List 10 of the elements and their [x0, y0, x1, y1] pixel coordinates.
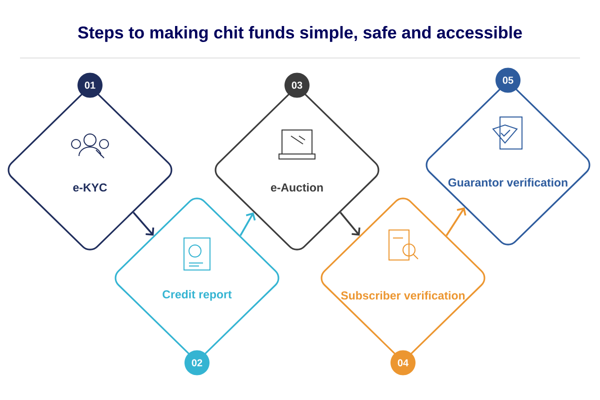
arrow: [340, 212, 360, 236]
arrow: [132, 212, 154, 236]
title: Steps to making chit funds simple, safe and accessible: [78, 26, 522, 42]
arrow: [240, 212, 256, 236]
number-badge: 02: [184, 350, 210, 376]
arrow: [446, 207, 466, 236]
number-badge: 03: [284, 72, 310, 98]
number-badge: 01: [78, 72, 102, 98]
number-badge: 05: [496, 68, 520, 93]
number-badge: 04: [390, 350, 416, 376]
